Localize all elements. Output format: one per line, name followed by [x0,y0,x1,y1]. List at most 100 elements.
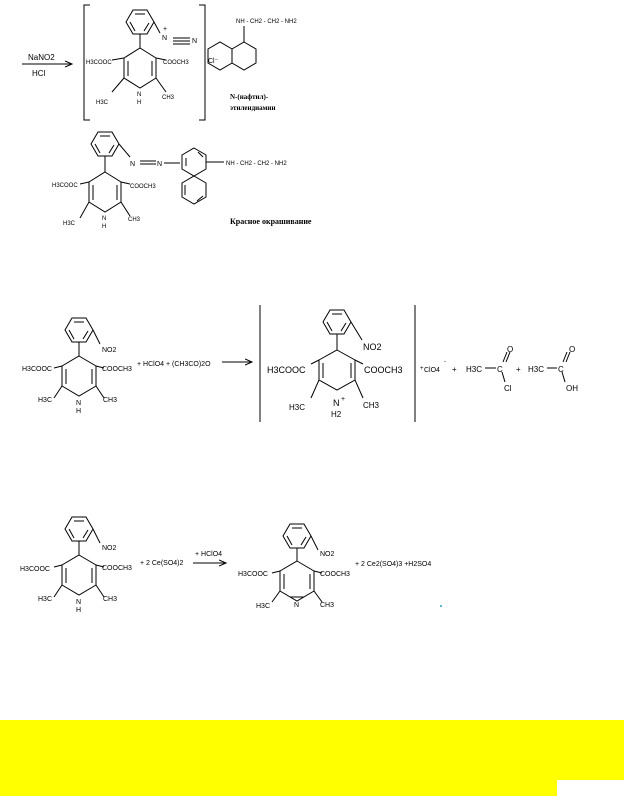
ring-h: H [137,100,141,106]
r3-ring-h: H [76,607,81,614]
r2-product-h2: H2 [331,410,342,419]
r2-product-ester-left: H3COOC [267,365,306,375]
azo-naphthalene-ring-b [181,175,207,205]
azo-ring-h: H [102,224,106,230]
azo-ester-right: COOCH3 [130,184,156,190]
r2-product-methyl-left: H3C [289,403,305,412]
r2-ring-n: N [76,400,81,407]
r2-nitro: NO2 [102,347,117,354]
ester-right: COOCH3 [163,60,189,66]
r3-product-methyl-left: H3C [256,603,270,610]
r2-ester-left: H3COOC [22,366,52,373]
azo-phenyl-ring [90,131,120,157]
r2-perchlorate-prefix: + [420,366,424,372]
r3-product-ester-right: COOCH3 [320,571,350,578]
r3-byproducts: + 2 Ce2(SO4)3 +H2SO4 [355,561,431,568]
r3-product-nitro: NO2 [320,551,335,558]
r3-arrow-label: + HClO4 [195,551,222,558]
r2-plus-2: + [516,365,521,374]
acetyl-chloride-ch3: H3C [466,365,482,374]
acetic-acid-o: O [569,345,575,354]
diazo-n: N [192,38,197,45]
acetic-acid-oh: OH [566,384,578,393]
r2-perchlorate-charge: - [444,359,446,365]
r3-ester-right: COOCH3 [102,565,132,572]
highlight-bar-notch [557,780,624,796]
r2-reagents: + HClO4 + (CH3CO)2O [137,361,211,368]
stray-dot [440,605,442,607]
diazo-charge: + [163,26,167,33]
azo-methyl-left: H3C [63,221,76,227]
reaction3 [53,516,323,603]
right-bracket [199,4,206,121]
acetic-acid-ch3: H3C [528,365,544,374]
r2-phenyl-ring [64,317,94,343]
reaction1 [22,4,257,121]
left-bracket [83,4,90,121]
counter-ion: Cl⁻ [208,58,219,65]
azo-dihydropyridine-ring [88,171,122,213]
r3-product-phenyl-ring [282,523,312,549]
r3-ester-left: H3COOC [20,566,50,573]
azo-methyl-right: CH3 [128,217,141,223]
r2-product-ring-n: N [333,398,340,408]
reaction1-labels: NaNO2 HCl N + N H3COOC COOCH3 H3C CH3 N … [28,19,297,112]
r3-product-pyridine-ring [279,560,315,602]
r2-dihydropyridine-ring [61,355,97,397]
reaction2-labels: NO2 H3COOC COOCH3 H3C CH3 N H + HClO4 + … [22,342,578,419]
r2-product-pyridinium-ring [318,349,356,391]
amine-chain: NH - CH2 - CH2 - NH2 [236,19,297,25]
methyl-left: H3C [96,100,109,106]
r2-ester-right: COOCH3 [102,366,132,373]
r2-product-methyl-right: CH3 [363,401,380,410]
r2-product-nitro: NO2 [363,342,382,352]
ring-n: N [137,92,141,98]
r3-nitro: NO2 [102,545,117,552]
azo-n2: N [157,161,162,168]
r2-product-ester-right: COOCH3 [364,365,403,375]
naphthalene-ring-a [231,41,257,71]
azo-n1: N [130,161,135,168]
azo-amine-chain: NH - CH2 - CH2 - NH2 [226,161,287,167]
reagent-top: NaNO2 [28,53,55,62]
r2-ring-h: H [76,408,81,415]
r3-product-ester-left: H3COOC [238,571,268,578]
acetyl-chloride-o: O [507,345,513,354]
r2-perchlorate: ClO4 [424,367,440,374]
azo-product [79,131,224,219]
r3-product-methyl-right: CH3 [320,602,334,609]
dihydropyridine-ring [123,47,157,89]
acetyl-chloride-c: C [497,365,503,374]
r3-methyl-left: H3C [38,596,52,603]
azo-product-labels: N N H3COOC COOCH3 H3C CH3 N H NH - CH2 -… [52,161,312,230]
r2-product-n-charge: + [341,396,345,403]
r3-product-ring-n: N [294,602,299,609]
naphthalene-ring-b [207,41,233,71]
r2-product-phenyl-ring [322,309,352,335]
highlight-bar [0,720,624,796]
reaction2 [53,305,571,422]
reagent-name-line1: N-(нафтил)- [230,93,269,101]
r3-ring-n: N [76,599,81,606]
reagent-name-line2: этилендиамин [230,104,275,112]
ester-left: H3COOC [86,60,112,66]
r3-methyl-right: CH3 [103,596,117,603]
acetyl-chloride-cl: Cl [504,384,512,393]
azo-ester-left: H3COOC [52,183,78,189]
methyl-right: CH3 [162,95,175,101]
r2-methyl-left: H3C [38,397,52,404]
diazo-n-plus: N [162,35,167,42]
azo-ring-n: N [102,216,106,222]
reagent-bottom: HCl [32,69,46,78]
r3-reagent: + 2 Ce(SO4)2 [140,560,183,567]
r3-dihydropyridine-ring [61,554,97,596]
reaction3-labels: NO2 H3COOC COOCH3 H3C CH3 N H + 2 Ce(SO4… [20,545,431,614]
r2-methyl-right: CH3 [103,397,117,404]
r2-plus-1: + [452,365,457,374]
acetic-acid-c: C [558,365,564,374]
product-note: Красное окрашивание [230,217,312,226]
phenyl-ring [125,9,155,35]
r3-phenyl-ring [64,516,94,542]
